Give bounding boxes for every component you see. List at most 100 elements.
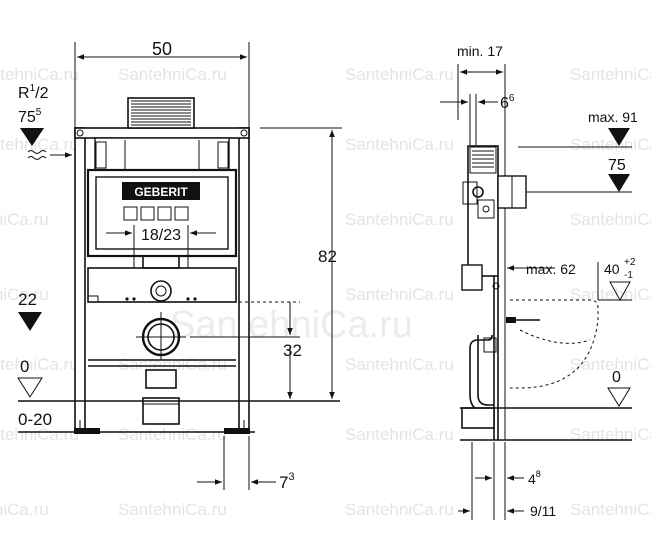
max-top-label: max. 91: [588, 109, 638, 125]
watermark-text: SantehniCa.ru: [345, 135, 454, 154]
crossbar-clip: [87, 295, 99, 303]
frame-hole: [76, 129, 84, 137]
side-foot-block: [461, 264, 483, 291]
flush-button: [174, 206, 189, 221]
side-zero-marker: [607, 387, 631, 407]
offset-label-main: 6: [500, 95, 509, 112]
bolt-spacing-label-bg: [136, 225, 186, 243]
watermark-text: SantehniCa.ru: [570, 135, 651, 154]
side-drain-pipe: [477, 335, 494, 406]
bottom-range-label: 9/11: [530, 503, 556, 519]
frame-top-bar: [74, 127, 250, 139]
thread-label-sup: 1: [30, 83, 36, 94]
supply-height-sup: 5: [36, 107, 42, 118]
flush-button: [140, 206, 155, 221]
drain-pipe: [142, 397, 180, 425]
watermark-text: SantehniCa.ru: [0, 210, 49, 229]
frame-upright-left: [74, 127, 86, 434]
foot-left: [74, 428, 100, 434]
watermark-text: SantehniCa.ru: [345, 355, 454, 374]
offset-label: 66: [500, 93, 515, 112]
max-top-marker: [608, 128, 630, 146]
foot-label-sup: 3: [288, 471, 294, 483]
watermark-text: SantehniCa.ru: [345, 210, 454, 229]
side-zero-label: 0: [612, 369, 621, 386]
watermark-text: SantehniCa.ru: [0, 425, 79, 444]
cistern-bracket-left: [95, 141, 107, 169]
toilet-bowl-outline: [510, 299, 599, 389]
flush-height-label: 75: [608, 157, 626, 174]
bowl-height-main: 40: [604, 261, 620, 277]
frame-upright-right: [238, 127, 250, 434]
supply-height-main: 75: [18, 109, 36, 126]
drain-height-label: 32: [283, 341, 302, 360]
bowl-height-label: 40: [604, 261, 620, 277]
height-label: 82: [318, 247, 337, 266]
bottom-offset-sup: 8: [536, 469, 541, 479]
watermark-text: SantehniCa.ru: [118, 65, 227, 84]
side-valve-knob: [472, 186, 484, 198]
watermark-text: SantehniCa.ru: [118, 425, 227, 444]
bowl-tol-minus: -1: [624, 270, 633, 281]
cistern-body: [94, 137, 230, 171]
cistern-bracket-right: [217, 141, 229, 169]
zero-level-marker: [17, 377, 43, 398]
side-drain-outlet: [461, 407, 495, 429]
bolt-spacing-label: 18/23: [141, 227, 181, 244]
frame-hole: [240, 129, 248, 137]
width-label: 50: [152, 39, 172, 59]
watermark-center: SantehniCa.ru: [170, 304, 413, 346]
supply-level-marker: [20, 128, 44, 146]
bowl-tol-plus: +2: [624, 257, 636, 268]
side-drain-bend: [469, 334, 493, 349]
side-actuator-grille: [472, 150, 494, 168]
front-view: 50 R1/2 755: [17, 39, 342, 492]
side-view: min. 17 66 max. 91 75: [440, 43, 638, 520]
left-level-marker: [18, 312, 42, 331]
watermark-text: SantehniCa.ru: [118, 500, 227, 519]
watermark-text: SantehniCa.ru: [345, 285, 454, 304]
watermark-text: SantehniCa.ru: [0, 285, 49, 304]
left-level-label: 22: [18, 290, 37, 309]
watermark-text: SantehniCa.ru: [0, 135, 79, 154]
watermark-text: SantehniCa.ru: [0, 65, 79, 84]
flush-pipe-outlet: [150, 280, 172, 302]
bowl-height-marker: [609, 281, 631, 302]
foot-label-main: 7: [279, 473, 288, 492]
brand-logo: GEBERIT: [134, 185, 188, 199]
watermark-text: SantehniCa.ru: [570, 210, 651, 229]
flush-button: [123, 206, 138, 221]
watermark-text: SantehniCa.ru: [570, 65, 651, 84]
max-projection-label: max. 62: [526, 261, 576, 277]
floor-range-label: 0-20: [18, 410, 52, 429]
thread-label-main: R: [18, 85, 30, 102]
thread-label: R1/2: [18, 83, 49, 102]
brand-plate: [122, 182, 200, 200]
bolt-hole: [193, 297, 197, 301]
drain-bend: [145, 369, 177, 389]
flush-actuator-grille: [131, 100, 191, 126]
watermark-text: SantehniCa.ru: [570, 355, 651, 374]
watermark-text: SantehniCa.ru: [345, 65, 454, 84]
side-valve: [462, 181, 478, 205]
thread-label-frac: /2: [35, 85, 48, 102]
flush-button: [157, 206, 172, 221]
min-depth-label: min. 17: [457, 43, 503, 59]
foot-label: 73: [279, 471, 295, 492]
zero-level-label: 0: [20, 357, 29, 376]
offset-label-sup: 6: [509, 93, 515, 104]
flush-height-marker: [608, 174, 630, 192]
foot-right: [224, 428, 250, 434]
bolt-hole: [125, 297, 129, 301]
watermark-text: SantehniCa.ru: [0, 500, 49, 519]
bolt-hole: [186, 297, 190, 301]
watermark-text: SantehniCa.ru: [345, 425, 454, 444]
watermark-text: SantehniCa.ru: [345, 500, 454, 519]
water-wave-icon: [27, 156, 47, 160]
side-drain-cap: [483, 337, 497, 353]
drain-connector: [142, 255, 180, 269]
lower-crossbar: [87, 267, 237, 303]
side-bracket: [477, 199, 495, 219]
watermark-text: SantehniCa.ru: [570, 500, 651, 519]
